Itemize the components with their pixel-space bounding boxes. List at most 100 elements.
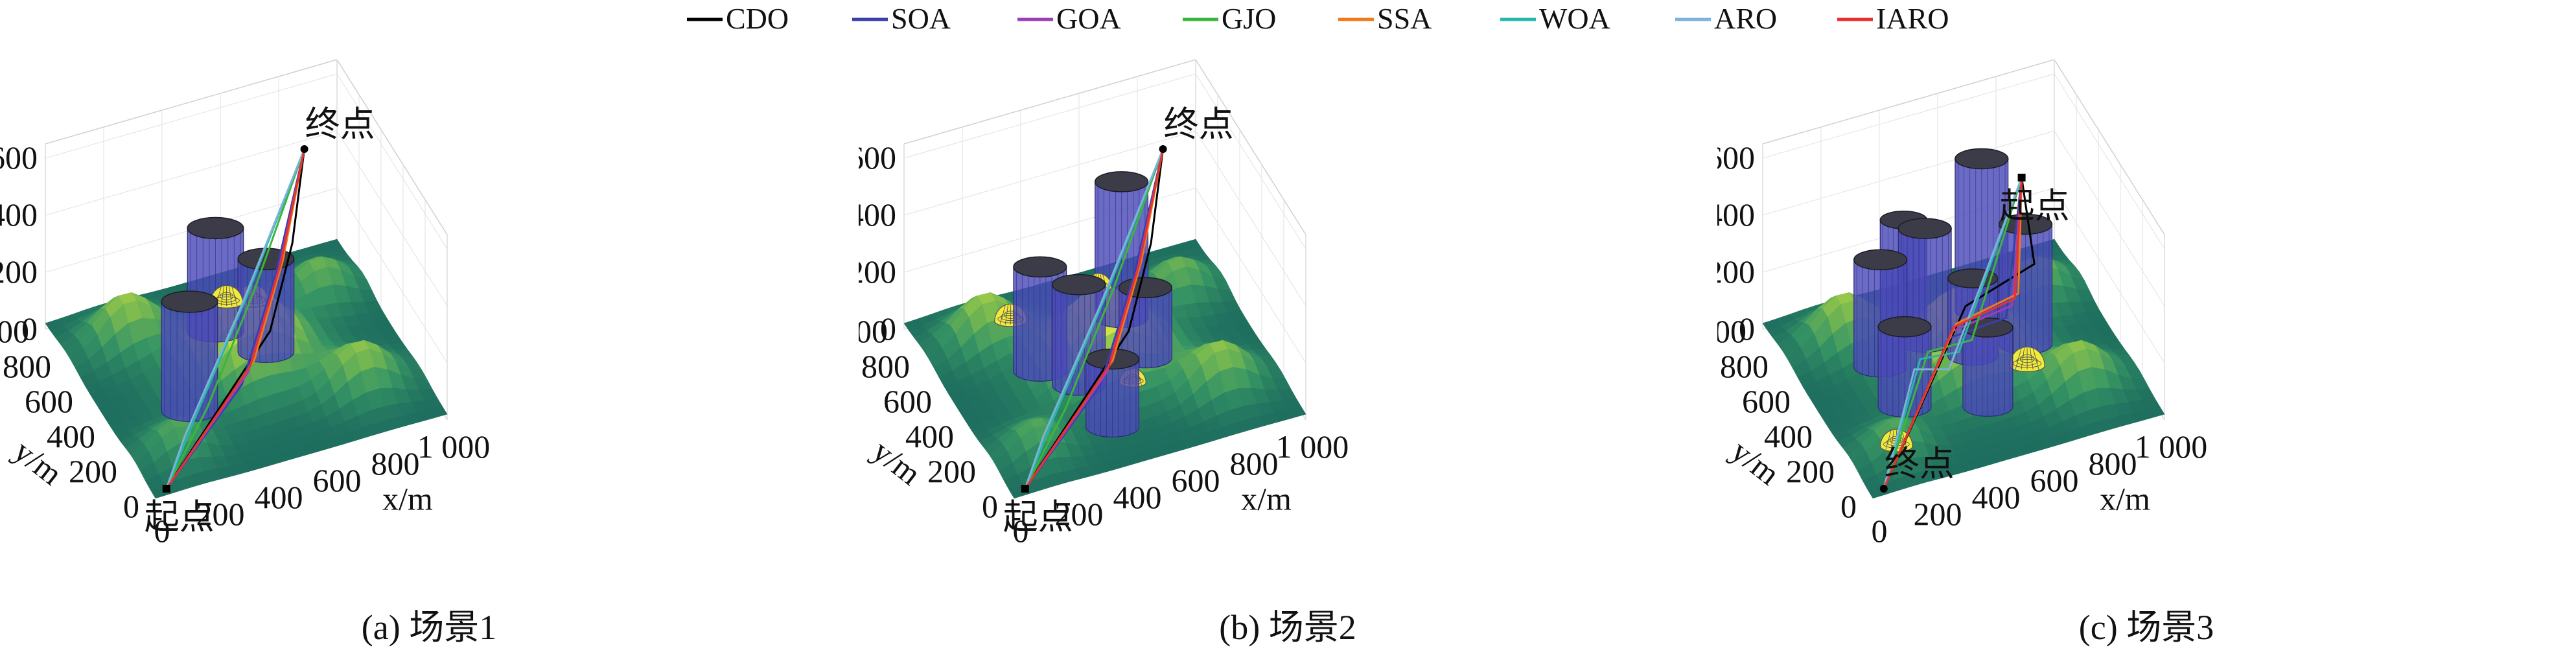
x-tick-label: 1 000 — [2135, 428, 2208, 465]
z-tick-label: 0 — [880, 310, 896, 347]
gridline — [2054, 73, 2165, 250]
x-axis-label: x/m — [1241, 480, 1292, 517]
gridline — [2054, 130, 2165, 307]
legend-label: SSA — [1377, 2, 1432, 35]
y-tick-label: 400 — [47, 418, 95, 454]
legend-label: GJO — [1222, 2, 1276, 35]
gridline — [1195, 73, 1306, 250]
gridline — [336, 73, 448, 250]
gridline — [903, 130, 1196, 216]
cylinder-top — [1897, 218, 1952, 239]
box-edge — [336, 59, 448, 235]
cylinder-top — [187, 216, 244, 240]
z-tick-label: 600 — [0, 139, 38, 176]
x-tick-label: 800 — [371, 445, 420, 482]
cylinder-top — [1877, 316, 1932, 338]
x-tick-label: 600 — [313, 462, 362, 498]
route-woa — [1883, 177, 2023, 489]
dome-mesh — [231, 286, 238, 307]
dome-mesh — [2015, 348, 2022, 369]
gridline — [1195, 187, 1306, 364]
cylinder-top — [1052, 274, 1106, 296]
route-iaro — [165, 148, 306, 489]
routes — [165, 148, 306, 489]
cylinder-top — [1013, 256, 1067, 278]
x-tick-label: 200 — [196, 496, 245, 532]
y-tick-label: 0 — [123, 488, 139, 524]
y-tick-label: 600 — [1742, 383, 1791, 419]
x-axis-label: x/m — [2100, 480, 2150, 517]
x-tick-label: 400 — [1972, 479, 2021, 515]
end-marker — [1159, 145, 1167, 153]
y-tick-label: 200 — [927, 453, 976, 489]
end-label: 终点 — [1885, 445, 1955, 483]
end-label: 终点 — [305, 105, 375, 144]
gridline — [2054, 187, 2165, 364]
y-tick-label: 400 — [905, 418, 954, 454]
x-tick-label: 800 — [2089, 445, 2137, 482]
z-tick-label: 0 — [1739, 310, 1755, 347]
gridline — [1762, 73, 2055, 159]
y-tick-label: 0 — [982, 488, 998, 524]
legend-label: CDO — [726, 2, 789, 35]
route-cdo — [165, 148, 306, 489]
cylinder-top — [1853, 249, 1908, 271]
y-tick-label: 200 — [69, 453, 117, 489]
z-tick-label: 400 — [859, 196, 896, 233]
gridline — [45, 73, 338, 159]
dome-mesh — [999, 305, 1006, 325]
x-tick-label: 200 — [1914, 496, 1962, 532]
start-label: 起点 — [2000, 187, 2070, 226]
dome-mesh — [229, 286, 233, 307]
threat-dome — [2009, 347, 2045, 372]
end-label: 终点 — [1164, 105, 1234, 144]
z-tick-label: 0 — [21, 310, 38, 347]
dome-mesh — [1885, 430, 1892, 450]
gridline — [1195, 130, 1306, 307]
legend-entry-iaro: IARO — [1837, 2, 1949, 35]
gridline — [1762, 130, 2055, 216]
legend-entry-woa: WOA — [1500, 2, 1610, 35]
gridline — [903, 73, 1196, 159]
x-axis-label: x/m — [382, 480, 433, 517]
dome-mesh — [2030, 348, 2034, 369]
threat-cylinder — [1877, 316, 1932, 417]
cylinder-top — [1095, 171, 1149, 192]
gridline — [45, 130, 338, 216]
routes — [1883, 177, 2036, 489]
route-gjo — [1883, 177, 2023, 489]
legend-entry-ssa: SSA — [1338, 2, 1432, 35]
z-tick-label: 400 — [1717, 196, 1755, 233]
dome-mesh — [220, 286, 224, 307]
figure-caption: (a) 场景1 — [362, 608, 496, 647]
y-tick-label: 200 — [1786, 453, 1835, 489]
box-edge — [2054, 59, 2165, 235]
x-tick-label: 400 — [1113, 479, 1162, 515]
box-edge — [1195, 59, 1306, 235]
box-edge — [45, 59, 338, 145]
dome-mesh — [2021, 348, 2025, 369]
route-iaro — [1024, 148, 1165, 489]
cylinder-top — [1955, 148, 2009, 170]
x-tick-label: 600 — [2030, 462, 2079, 498]
legend-entry-aro: ARO — [1675, 2, 1777, 35]
y-tick-label: 800 — [3, 348, 51, 384]
x-tick-label: 600 — [1172, 462, 1220, 498]
z-tick-label: 600 — [859, 139, 896, 176]
y-tick-label: 600 — [883, 383, 932, 419]
legend-label: ARO — [1714, 2, 1777, 35]
x-tick-label: 200 — [1055, 496, 1104, 532]
x-tick-label: 0 — [154, 513, 170, 549]
start-marker — [2017, 174, 2026, 181]
x-tick-label: 1 000 — [1276, 428, 1349, 465]
start-label: 起点 — [145, 498, 215, 537]
threat-dome — [210, 285, 243, 309]
end-marker — [300, 145, 308, 153]
